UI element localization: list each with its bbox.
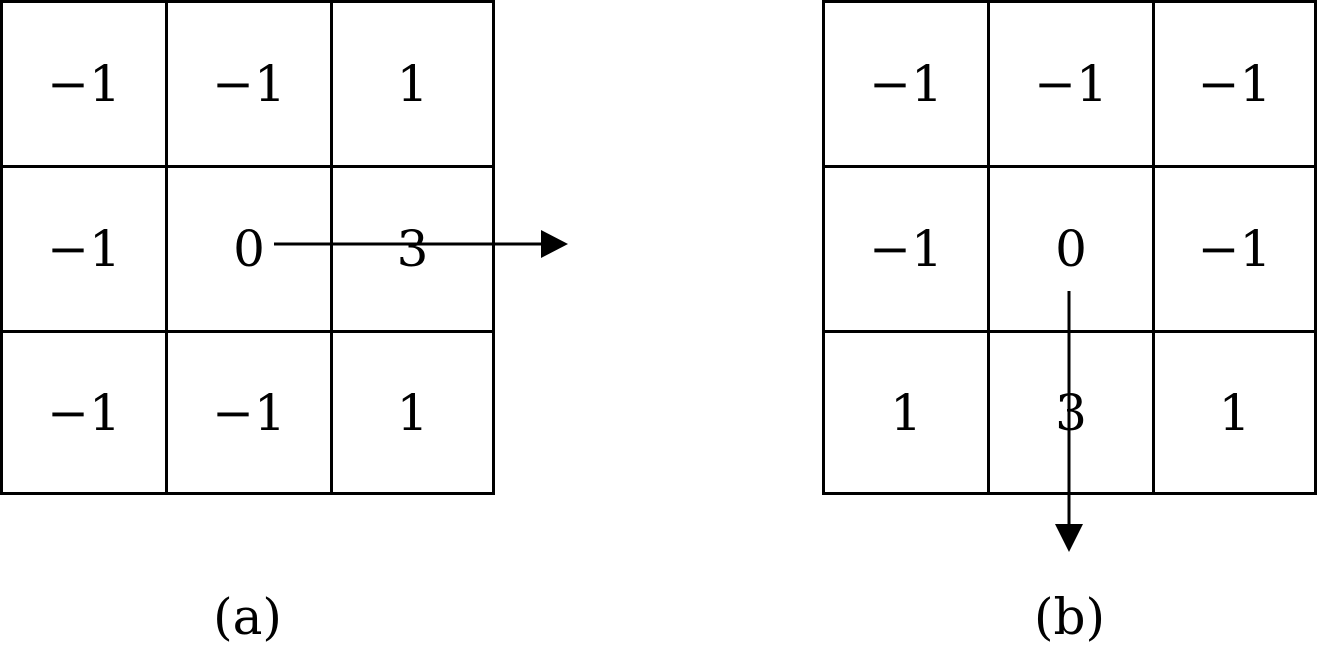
grid-b-cell: 1 (822, 330, 987, 495)
caption-b: (b) (1033, 588, 1106, 646)
panel-b: −1 −1 −1 −1 0 −1 1 3 1 (b) (822, 0, 1317, 659)
grid-a-cell: 1 (330, 330, 495, 495)
grid-b-cell: −1 (822, 0, 987, 165)
grid-a-cell: −1 (0, 330, 165, 495)
grid-b-cell: 1 (1152, 330, 1317, 495)
panel-a: −1 −1 1 −1 0 3 −1 −1 1 (a) (0, 0, 495, 659)
grid-a-cell: 1 (330, 0, 495, 165)
grid-b-cell: 3 (987, 330, 1152, 495)
grid-b-cell: −1 (822, 165, 987, 330)
caption-a: (a) (213, 588, 282, 646)
grid-a-cell: −1 (0, 0, 165, 165)
grid-a: −1 −1 1 −1 0 3 −1 −1 1 (0, 0, 495, 495)
grid-a-cell: 3 (330, 165, 495, 330)
grid-b-cell: −1 (1152, 165, 1317, 330)
grid-b-cell: −1 (987, 0, 1152, 165)
grid-a-cell: −1 (165, 0, 330, 165)
grid-a-cell: 0 (165, 165, 330, 330)
grid-a-cell: −1 (0, 165, 165, 330)
grid-b-cell: 0 (987, 165, 1152, 330)
grid-b: −1 −1 −1 −1 0 −1 1 3 1 (822, 0, 1317, 495)
grid-a-cell: −1 (165, 330, 330, 495)
grid-b-cell: −1 (1152, 0, 1317, 165)
